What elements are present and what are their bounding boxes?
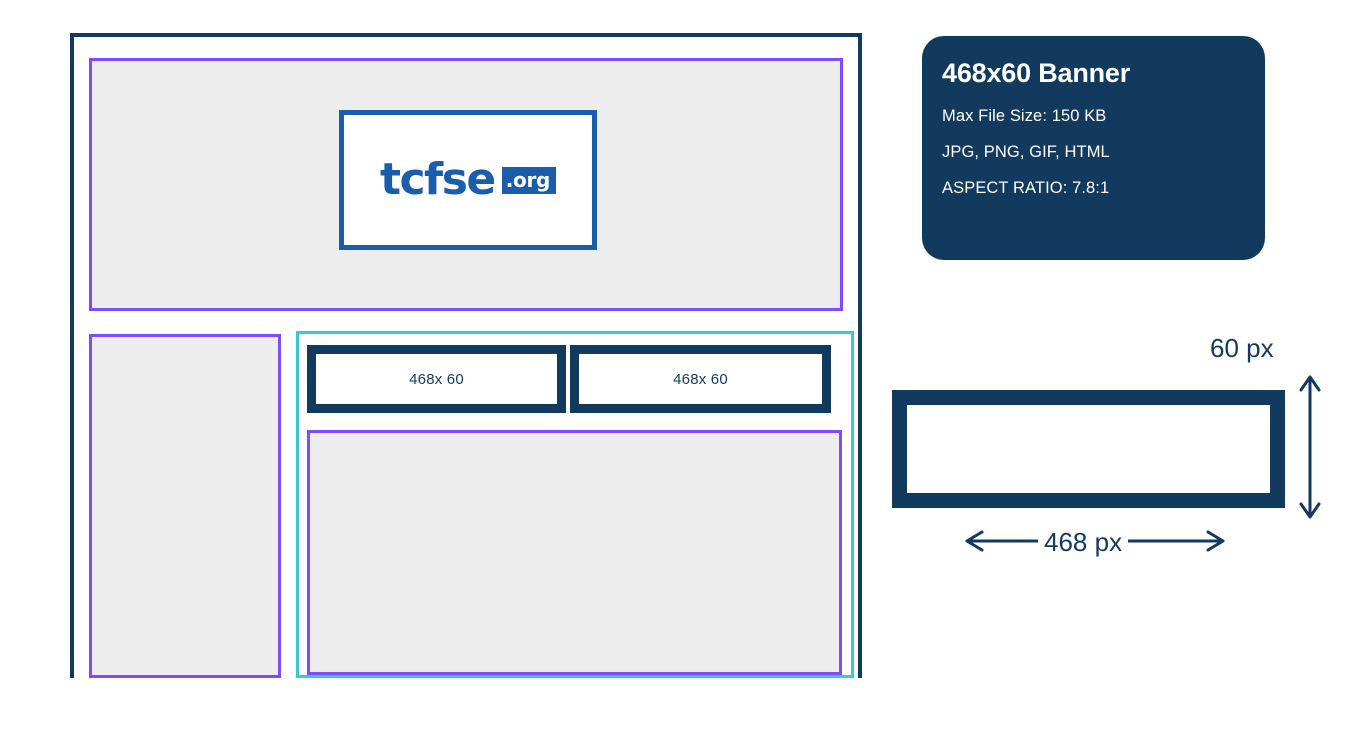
spec-card: 468x60 Banner Max File Size: 150 KB JPG,… [922, 36, 1265, 260]
banner-placeholder-2: 468x 60 [570, 345, 831, 413]
spec-card-title: 468x60 Banner [942, 58, 1131, 88]
banner-placeholder-2-label: 468x 60 [673, 370, 728, 388]
height-arrow-icon [1299, 375, 1321, 519]
wireframe-content-slot [307, 430, 842, 675]
banner-placeholder-1-label: 468x 60 [409, 370, 464, 388]
spec-line-max-file-size: Max File Size: 150 KB [942, 107, 1107, 125]
banner-dimension-box [892, 390, 1285, 508]
spec-line-formats: JPG, PNG, GIF, HTML [942, 143, 1110, 161]
page-wireframe-frame [70, 33, 862, 678]
dimension-height-label: 60 px [1210, 333, 1274, 363]
logo-wordmark: tcfse [379, 154, 496, 205]
logo-frame: tcfse .org [339, 110, 597, 250]
spec-line-aspect-ratio: ASPECT RATIO: 7.8:1 [942, 179, 1110, 197]
site-logo: tcfse .org [379, 154, 557, 205]
wireframe-banner-group [296, 331, 854, 678]
wireframe-sidebar-slot [89, 334, 281, 678]
dimension-width-label: 468 px [1038, 527, 1129, 558]
banner-placeholder-1: 468x 60 [307, 345, 566, 413]
logo-tld-badge: .org [501, 166, 557, 194]
